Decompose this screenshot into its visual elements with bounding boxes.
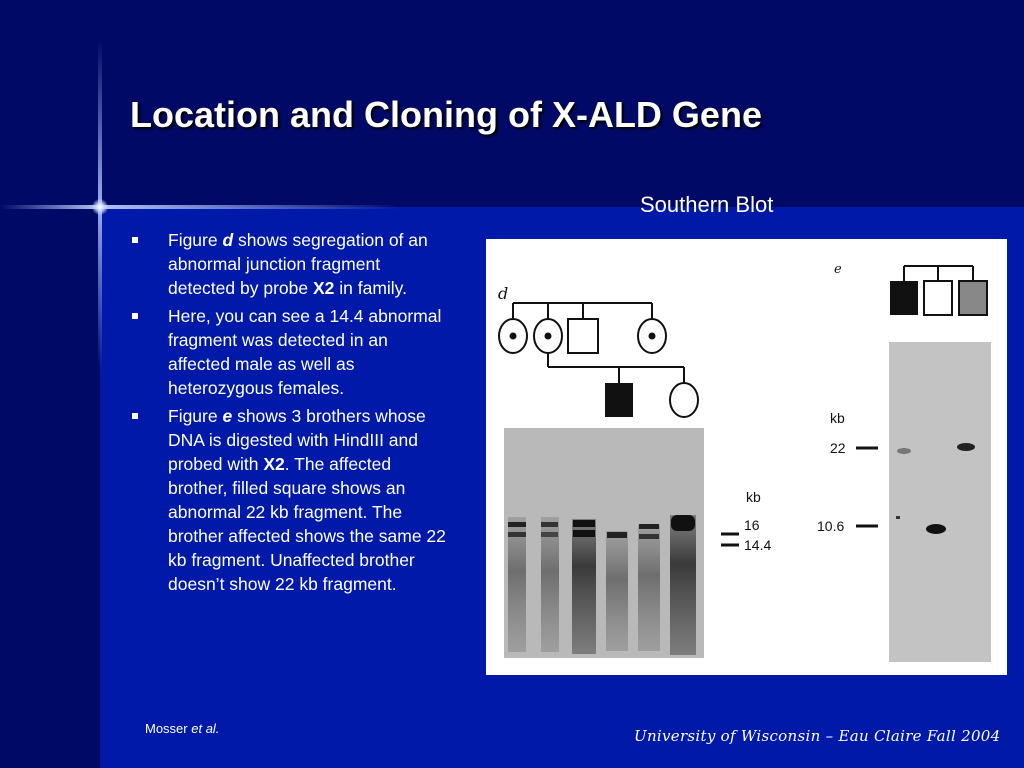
figure-letter: e	[222, 406, 233, 426]
band	[573, 530, 595, 537]
band	[607, 532, 627, 538]
background-top-band	[0, 0, 1024, 207]
carrier-dot	[509, 332, 517, 340]
markers-d: kb 16 14.4	[721, 489, 771, 553]
square-bullet-icon	[132, 313, 138, 319]
markers-e: kb 22 10.6	[817, 410, 878, 534]
unaffected-male-symbol	[567, 318, 599, 354]
probe-name: X2	[312, 278, 335, 298]
band	[508, 522, 526, 527]
unit-label: kb	[746, 489, 761, 505]
square-bullet-icon	[132, 237, 138, 243]
southern-blot-figure: d	[486, 239, 1007, 675]
footer-text: University of Wisconsin – Eau Claire Fal…	[634, 727, 1001, 745]
marker-label: 14.4	[744, 537, 771, 553]
pedigree-e: e	[834, 262, 988, 316]
bullet-text: Here, you can see a 14.4 abnormal fragme…	[168, 306, 442, 398]
band	[957, 443, 975, 451]
bullet-text: shows segregation of an abnormal junctio…	[168, 230, 428, 298]
bullet-text: . The affected brother, filled square sh…	[168, 454, 446, 594]
pedigree-d: d	[498, 284, 699, 418]
blot-lane	[572, 519, 596, 654]
band	[541, 522, 558, 527]
probe-name: X2	[263, 454, 285, 474]
bullet-text: Figure	[168, 230, 223, 250]
bullet-text: Figure	[168, 406, 223, 426]
southern-blot-image: d	[498, 262, 991, 662]
decorative-glow-horizontal	[0, 205, 400, 209]
band	[639, 524, 659, 529]
figure-caption: Southern Blot	[640, 192, 774, 217]
bullet-item: Figure d shows segregation of an abnorma…	[130, 228, 450, 300]
decorative-star-icon	[92, 199, 108, 215]
blot-lane	[606, 531, 628, 651]
bullet-text: shows 3 brothers whose DNA is digested w…	[168, 406, 426, 474]
band	[639, 534, 659, 539]
square-bullet-icon	[132, 413, 138, 419]
unaffected-male-symbol	[923, 280, 953, 316]
band	[508, 532, 526, 537]
blot-d	[504, 428, 704, 658]
author-name: Mosser	[145, 721, 192, 736]
blot-lane	[508, 517, 526, 652]
figure-letter: d	[222, 230, 234, 250]
band	[671, 515, 695, 531]
blot-lane	[670, 515, 696, 655]
band	[573, 520, 595, 527]
blot-lane	[541, 517, 559, 652]
author-etal: et al.	[191, 721, 220, 736]
affected-male-symbol	[890, 281, 918, 315]
affected-male-symbol	[605, 383, 633, 417]
blot-membrane	[889, 342, 991, 662]
band	[897, 448, 911, 454]
carrier-dot	[648, 332, 656, 340]
panel-e-letter: e	[834, 262, 842, 277]
blot-e	[889, 342, 991, 662]
marker-label: 22	[830, 440, 846, 456]
shaded-male-symbol	[958, 280, 988, 316]
band	[926, 524, 946, 534]
panel-d-letter: d	[498, 284, 508, 303]
blot-lane	[638, 525, 660, 651]
bullet-item: Figure e shows 3 brothers whose DNA is d…	[130, 404, 450, 596]
bullet-text: in family.	[334, 278, 407, 298]
carrier-dot	[544, 332, 552, 340]
author-credit: Mosser et al.	[145, 721, 219, 736]
slide-title: Location and Cloning of X-ALD Gene	[130, 94, 762, 135]
marker-label: 16	[744, 517, 760, 533]
female-symbol	[669, 382, 699, 418]
band	[541, 532, 558, 537]
unit-label: kb	[830, 410, 845, 426]
band	[896, 516, 900, 519]
background-left-band	[0, 0, 100, 768]
bullet-list: Figure d shows segregation of an abnorma…	[130, 228, 450, 600]
marker-label: 10.6	[817, 518, 844, 534]
bullet-item: Here, you can see a 14.4 abnormal fragme…	[130, 304, 450, 400]
